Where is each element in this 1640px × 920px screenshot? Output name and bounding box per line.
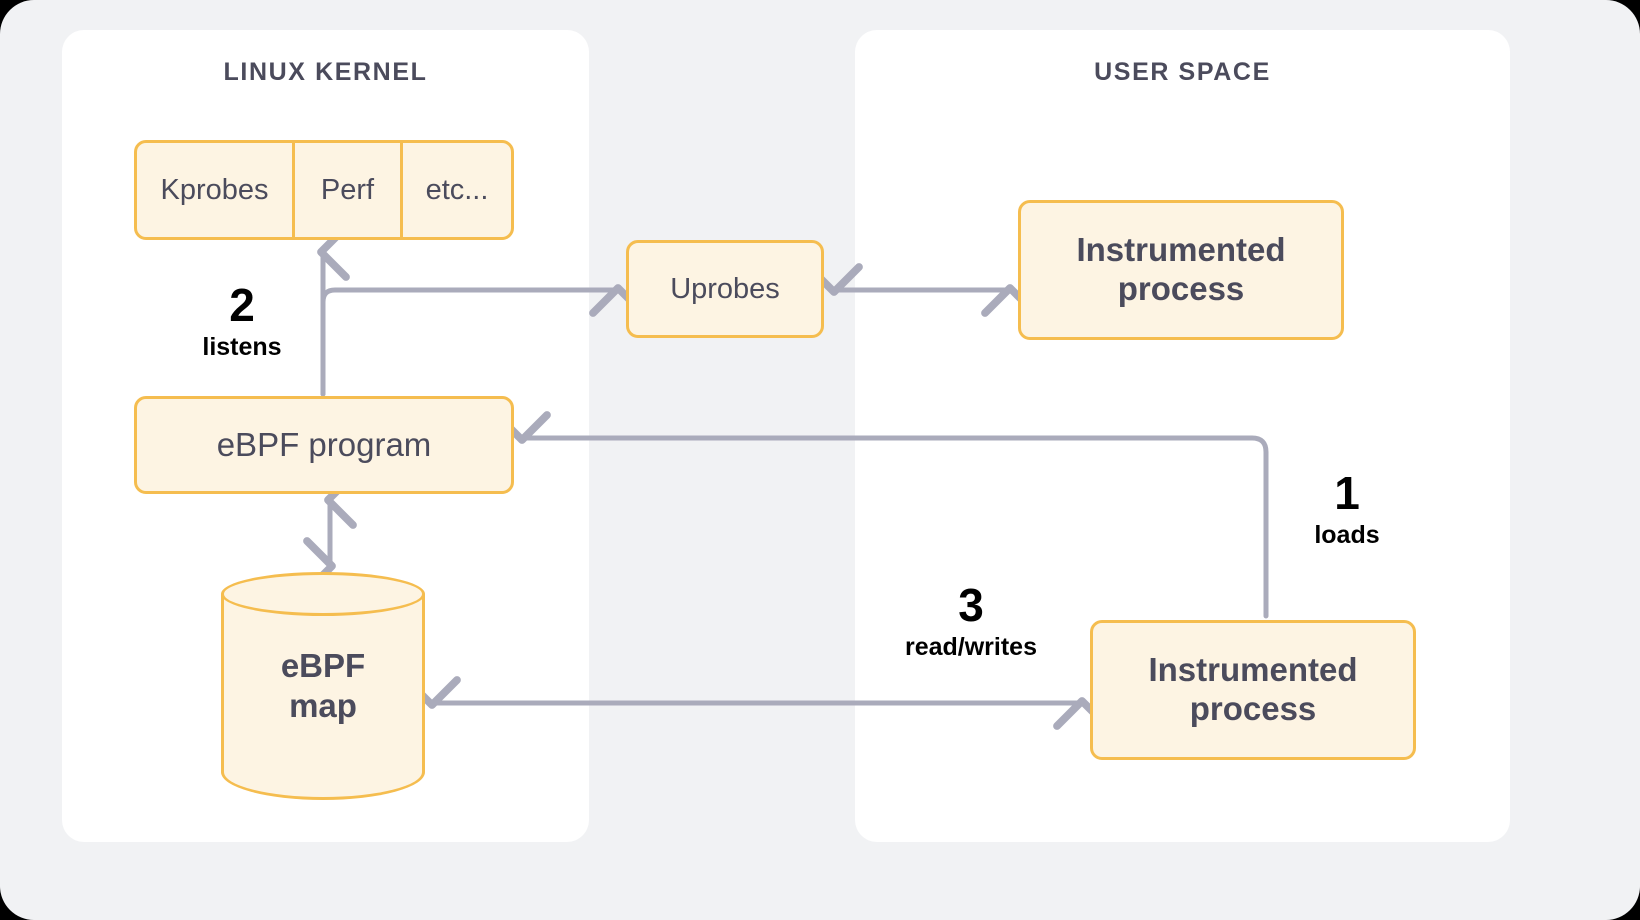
step-3-number: 3 bbox=[958, 579, 984, 631]
node-probe-strip[interactable]: Kprobes Perf etc... bbox=[134, 140, 514, 240]
cylinder-body-shape bbox=[221, 594, 425, 800]
step-callout-3: 3 read/writes bbox=[878, 582, 1064, 663]
node-instrumented-process-top[interactable]: Instrumented process bbox=[1018, 200, 1344, 340]
step-callout-2: 2 listens bbox=[190, 282, 294, 363]
step-callout-1: 1 loads bbox=[1292, 470, 1402, 551]
step-1-number: 1 bbox=[1334, 467, 1360, 519]
cylinder-top-ellipse-shape bbox=[221, 572, 425, 616]
node-instrumented-process-bottom[interactable]: Instrumented process bbox=[1090, 620, 1416, 760]
node-instrumented-process-top-line1: Instrumented bbox=[1076, 231, 1286, 269]
probe-cell-kprobes[interactable]: Kprobes bbox=[160, 173, 269, 206]
node-ebpf-map[interactable]: eBPF map bbox=[221, 572, 425, 800]
node-uprobes-label: Uprobes bbox=[670, 272, 780, 305]
node-ebpf-program[interactable]: eBPF program bbox=[134, 396, 514, 494]
node-instrumented-process-top-label: Instrumented process bbox=[1076, 231, 1285, 309]
node-ebpf-program-label: eBPF program bbox=[216, 425, 432, 463]
panel-title-linux-kernel: LINUX KERNEL bbox=[223, 58, 428, 86]
probe-cell-perf[interactable]: Perf bbox=[292, 143, 400, 237]
panel-title-user-space: USER SPACE bbox=[1094, 58, 1271, 86]
node-ebpf-map-line2: map bbox=[289, 687, 357, 724]
node-ebpf-map-label: eBPF map bbox=[221, 572, 425, 800]
node-uprobes[interactable]: Uprobes bbox=[626, 240, 824, 338]
node-instrumented-process-bottom-label: Instrumented process bbox=[1148, 651, 1357, 729]
node-ebpf-map-line1: eBPF bbox=[280, 647, 366, 685]
node-instrumented-process-top-line2: process bbox=[1117, 270, 1245, 307]
step-3-caption: read/writes bbox=[904, 633, 1037, 661]
probe-cell-etc[interactable]: etc... bbox=[400, 143, 511, 237]
step-2-number: 2 bbox=[229, 279, 255, 331]
step-1-caption: loads bbox=[1314, 521, 1380, 549]
node-instrumented-process-bottom-line2: process bbox=[1189, 690, 1317, 727]
node-instrumented-process-bottom-line1: Instrumented bbox=[1148, 651, 1358, 689]
step-2-caption: listens bbox=[202, 333, 282, 361]
